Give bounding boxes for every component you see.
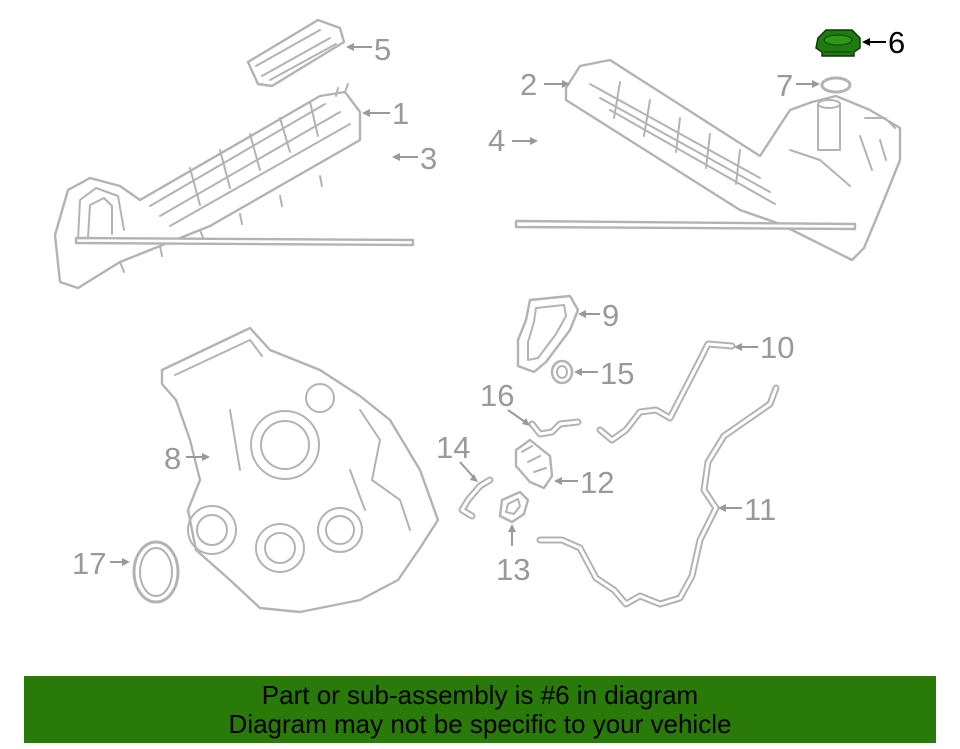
svg-text:14: 14 <box>436 430 470 465</box>
callout-2: 2 <box>520 67 570 102</box>
callout-17: 17 <box>72 546 130 581</box>
callout-8: 8 <box>164 441 210 476</box>
callout-4: 4 <box>488 123 538 158</box>
callout-13: 13 <box>496 524 530 587</box>
part-11-hose <box>536 384 780 608</box>
svg-text:10: 10 <box>760 330 794 365</box>
svg-text:8: 8 <box>164 441 181 476</box>
svg-text:6: 6 <box>888 25 905 60</box>
part-6-oil-filler-cap <box>815 29 861 57</box>
callout-6: 6 <box>862 25 905 60</box>
callout-3: 3 <box>392 141 437 176</box>
svg-text:4: 4 <box>488 123 505 158</box>
callout-12: 12 <box>554 465 614 500</box>
part-8-timing-cover <box>160 326 440 614</box>
part-16-tube <box>528 418 582 438</box>
parts-diagram: 1 3 5 2 4 6 <box>53 18 905 614</box>
callout-16: 16 <box>480 378 530 426</box>
callout-9: 9 <box>578 298 619 333</box>
banner-line-2: Diagram may not be specific to your vehi… <box>228 709 732 739</box>
svg-text:17: 17 <box>72 546 106 581</box>
part-5-cover-plate <box>246 18 346 88</box>
svg-text:2: 2 <box>520 67 537 102</box>
part-15-grommet <box>550 359 574 385</box>
banner-line-1: Part or sub-assembly is #6 in diagram <box>261 680 699 710</box>
callout-1: 1 <box>362 96 409 131</box>
callout-10: 10 <box>734 330 794 365</box>
svg-text:12: 12 <box>580 465 614 500</box>
part-10-hose <box>596 340 736 444</box>
callout-15: 15 <box>574 356 634 391</box>
svg-text:9: 9 <box>602 298 619 333</box>
part-2-right-valve-cover <box>514 58 902 262</box>
svg-text:5: 5 <box>374 32 391 67</box>
svg-text:16: 16 <box>480 378 514 413</box>
part-14-bracket <box>458 476 494 520</box>
svg-text:3: 3 <box>420 141 437 176</box>
part-7-o-ring <box>820 76 852 94</box>
svg-text:11: 11 <box>744 492 776 527</box>
svg-text:15: 15 <box>600 356 634 391</box>
part-17-seal <box>132 540 180 604</box>
callout-11: 11 <box>718 492 776 527</box>
svg-text:7: 7 <box>776 68 793 103</box>
part-13-seal <box>498 490 530 524</box>
svg-text:1: 1 <box>392 96 409 131</box>
callout-5: 5 <box>346 32 391 67</box>
callout-7: 7 <box>776 68 820 103</box>
part-9-gasket <box>516 294 580 374</box>
info-banner: Part or sub-assembly is #6 in diagram Di… <box>24 676 936 743</box>
svg-text:13: 13 <box>496 552 530 587</box>
callout-14: 14 <box>436 430 478 482</box>
part-1-left-valve-cover <box>53 83 415 290</box>
part-12-connector <box>514 438 554 490</box>
